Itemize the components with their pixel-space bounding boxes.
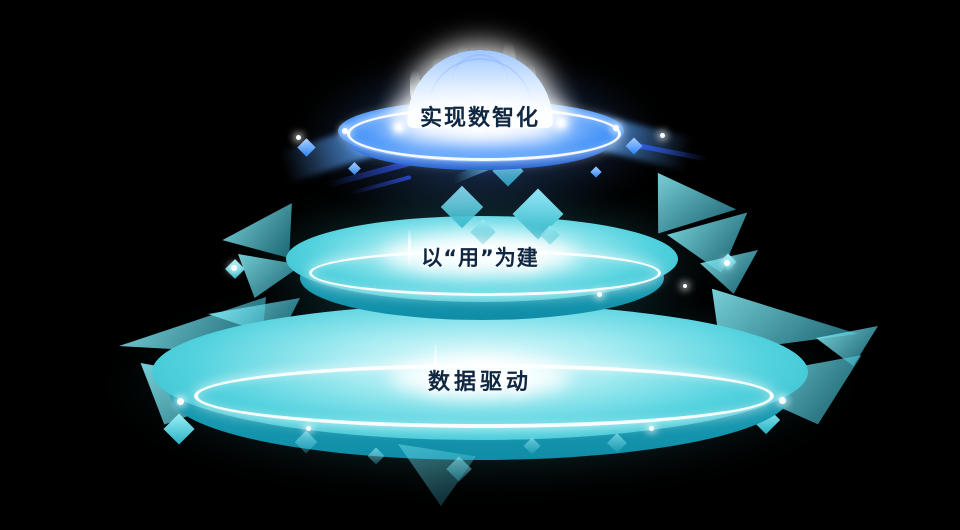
ring-dot	[296, 135, 301, 140]
ring-dot	[597, 292, 602, 297]
dome-meridian	[452, 54, 508, 118]
tier-bottom-label-glow	[390, 360, 570, 396]
ring-glow-blob	[556, 118, 566, 128]
ring-dot	[683, 284, 687, 288]
tier-top-label: 实现数智化	[419, 106, 541, 131]
tier-middle-label-glow	[382, 238, 578, 272]
ring-dot	[177, 398, 184, 405]
ring-dot	[660, 133, 665, 138]
ring-dot	[231, 265, 237, 271]
ring-glow-blob	[394, 122, 404, 132]
ring-dot	[724, 260, 730, 266]
ring-dot	[342, 128, 348, 134]
tier-middle-label: 以“用”为建	[421, 246, 539, 270]
tier-top-label-glow	[391, 96, 569, 132]
ring-dot	[779, 397, 786, 404]
tier-bottom-label: 数据驱动	[427, 370, 533, 395]
ring-dot	[649, 426, 654, 431]
ring-dot	[306, 426, 311, 431]
ring-dot	[613, 125, 619, 131]
